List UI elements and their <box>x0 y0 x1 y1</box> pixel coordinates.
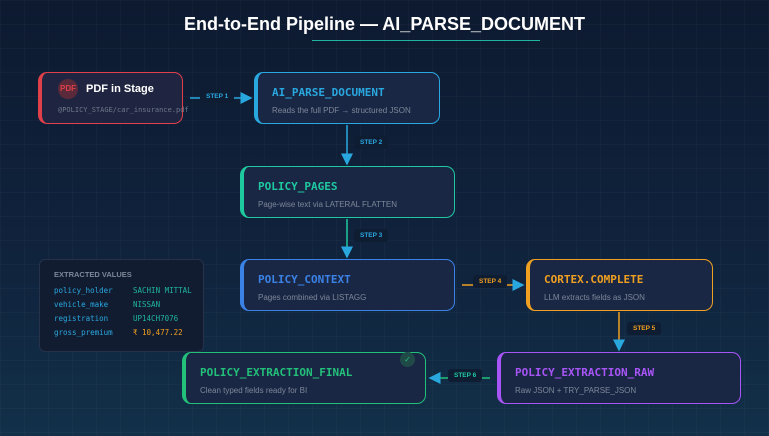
title-underline <box>312 40 540 41</box>
value-row: vehicle_make NISSAN <box>54 300 160 309</box>
node-title: CORTEX.COMPLETE <box>544 273 644 286</box>
node-subtitle: Page-wise text via LATERAL FLATTEN <box>258 200 398 209</box>
page-title: End-to-End Pipeline — AI_PARSE_DOCUMENT <box>183 14 586 34</box>
node-title: POLICY_EXTRACTION_FINAL <box>200 366 353 379</box>
field-value: NISSAN <box>133 300 161 309</box>
field-value: SACHIN MITTAL <box>133 286 192 295</box>
step-4-label: STEP 4 <box>473 275 508 288</box>
value-row: registration UP14CH7076 <box>54 314 178 323</box>
node-subtitle: LLM extracts fields as JSON <box>544 293 645 302</box>
panel-title: EXTRACTED VALUES <box>54 270 132 279</box>
node-policy-extraction-final[interactable]: POLICY_EXTRACTION_FINAL Clean typed fiel… <box>182 352 426 404</box>
field-key: registration <box>54 314 109 323</box>
value-row: policy_holder SACHIN MITTAL <box>54 286 192 295</box>
step-5-label: STEP 5 <box>627 322 662 335</box>
field-value: UP14CH7076 <box>133 314 179 323</box>
node-cortex-complete[interactable]: CORTEX.COMPLETE LLM extracts fields as J… <box>526 259 713 311</box>
node-pdf-in-stage[interactable]: PDF PDF in Stage @POLICY_STAGE/car_insur… <box>38 72 189 124</box>
step-3-label: STEP 3 <box>354 229 389 242</box>
field-value: ₹ 10,477.22 <box>133 328 183 337</box>
pdf-icon: PDF <box>58 79 78 99</box>
field-key: policy_holder <box>54 286 113 295</box>
node-subtitle: @POLICY_STAGE/car_insurance.pdf <box>58 106 189 114</box>
extracted-values-panel: EXTRACTED VALUES policy_holder SACHIN MIT… <box>39 259 204 352</box>
node-title: POLICY_EXTRACTION_RAW <box>515 366 655 379</box>
node-title: AI_PARSE_DOCUMENT <box>272 86 385 99</box>
node-title: POLICY_CONTEXT <box>258 273 351 286</box>
value-row: gross_premium ₹ 10,477.22 <box>54 328 183 337</box>
step-1-label: STEP 1 <box>200 90 235 103</box>
node-policy-pages[interactable]: POLICY_PAGES Page-wise text via LATERAL … <box>240 166 455 218</box>
node-title: POLICY_PAGES <box>258 180 338 193</box>
node-title: PDF in Stage <box>86 83 154 95</box>
node-ai-parse-document[interactable]: AI_PARSE_DOCUMENT Reads the full PDF → s… <box>254 72 440 124</box>
node-subtitle: Pages combined via LISTAGG <box>258 293 367 302</box>
field-key: vehicle_make <box>54 300 109 309</box>
node-policy-context[interactable]: POLICY_CONTEXT Pages combined via LISTAG… <box>240 259 455 311</box>
node-subtitle: Reads the full PDF → structured JSON <box>272 106 411 115</box>
check-icon: ✓ <box>400 352 415 367</box>
node-subtitle: Raw JSON + TRY_PARSE_JSON <box>515 386 637 395</box>
step-6-label: STEP 6 <box>448 369 483 382</box>
step-2-label: STEP 2 <box>354 136 389 149</box>
field-key: gross_premium <box>54 328 113 337</box>
node-policy-extraction-raw[interactable]: POLICY_EXTRACTION_RAW Raw JSON + TRY_PAR… <box>497 352 741 404</box>
node-subtitle: Clean typed fields ready for BI <box>200 386 308 395</box>
